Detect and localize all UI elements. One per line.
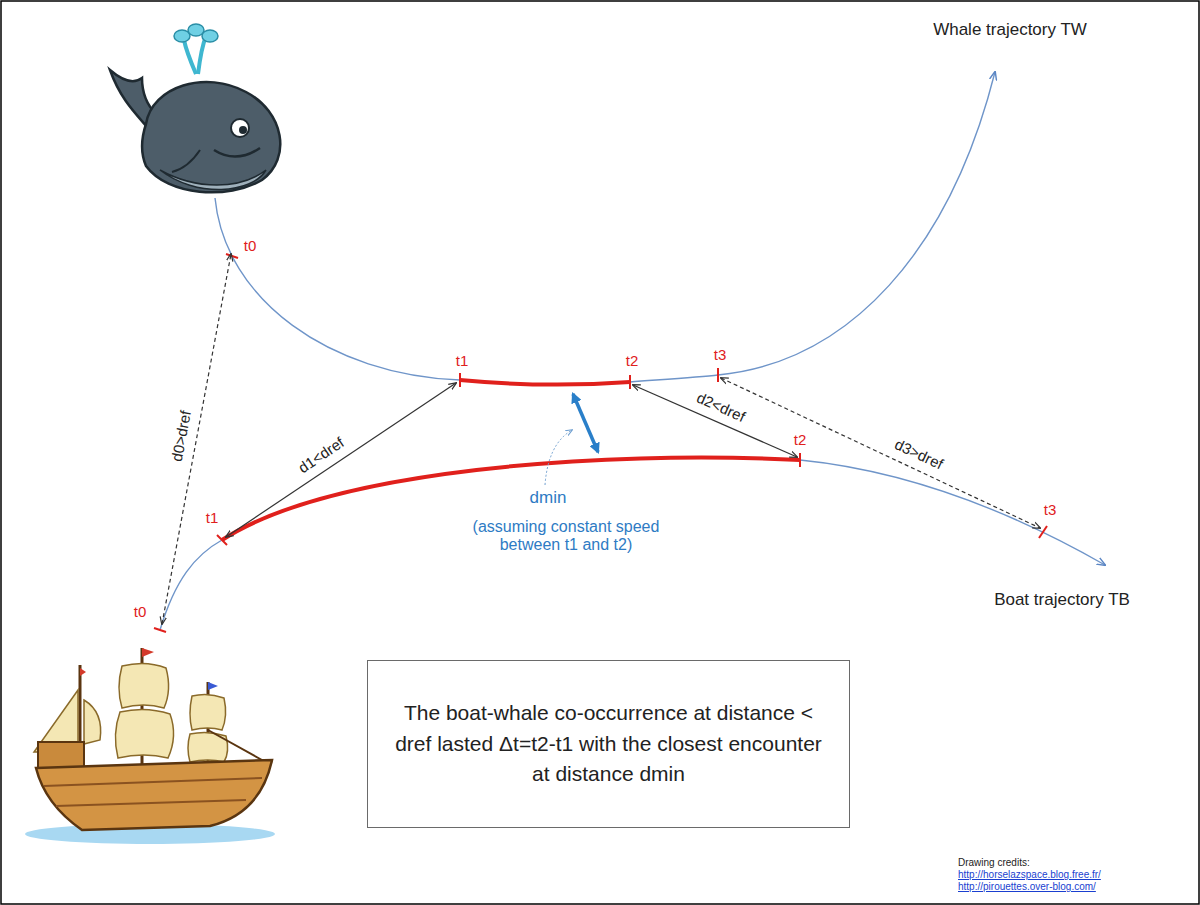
time-label: t1 <box>206 509 219 526</box>
ship-hull-stripe <box>56 800 246 806</box>
time-label: t2 <box>626 352 639 369</box>
distance-label: d0>dref <box>168 409 194 463</box>
time-tick <box>717 368 719 382</box>
distance-label: d1<dref <box>295 434 347 477</box>
time-label: t0 <box>134 603 147 620</box>
time-tick <box>226 254 238 258</box>
whale-eye <box>231 119 249 137</box>
time-label: t2 <box>794 431 807 448</box>
ship-flag <box>80 668 86 676</box>
whale-spout <box>202 30 218 42</box>
time-tick <box>799 453 801 467</box>
credits-heading: Drawing credits: <box>958 857 1030 869</box>
whale-encounter-segment <box>460 380 630 385</box>
whale-fin <box>172 150 200 172</box>
assumption-note: (assuming constant speed between t1 and … <box>446 518 686 555</box>
ship-hull-stripe <box>44 778 262 786</box>
whale-smile <box>214 148 260 157</box>
time-tick <box>459 373 461 387</box>
ship-drawing <box>25 648 275 844</box>
whale-drawing <box>110 24 280 192</box>
time-label: t1 <box>456 352 469 369</box>
time-tick <box>154 628 166 632</box>
time-label: t0 <box>244 237 257 254</box>
ship-flag <box>142 648 154 657</box>
time-tick <box>1039 526 1047 538</box>
time-tick <box>217 535 227 545</box>
time-label: t3 <box>714 346 727 363</box>
min-distance-label: dmin <box>530 488 567 508</box>
whale-spout <box>198 36 206 74</box>
ship-flag <box>208 682 218 690</box>
ship-sail <box>84 700 101 744</box>
min-distance-arrow <box>573 394 598 452</box>
ship-hull <box>36 760 272 830</box>
distance-line <box>162 254 231 624</box>
time-tick <box>629 375 631 389</box>
ship-bowsprit <box>208 730 262 760</box>
time-label: t3 <box>1044 501 1057 518</box>
distance-line <box>226 383 456 537</box>
credits-link: http://pirouettes.over-blog.com/ <box>958 881 1096 893</box>
distance-line <box>633 385 797 457</box>
leader-line <box>545 430 572 485</box>
whale-belly <box>160 170 266 190</box>
boat-trajectory <box>160 458 1105 630</box>
box-text: The boat-whale co-occurrence at distance… <box>386 698 831 789</box>
trajectory-label: Whale trajectory TW <box>933 20 1087 40</box>
ship-sail <box>190 694 226 730</box>
credits-link: http://horselazspace.blog.free.fr/ <box>958 869 1101 881</box>
ship-sail <box>119 663 169 708</box>
ship-sail <box>115 709 173 758</box>
time-ticks <box>154 254 1047 632</box>
summary-box: The boat-whale co-occurrence at distance… <box>367 660 850 828</box>
whale-pupil <box>239 126 247 134</box>
distance-label: d2<dref <box>694 389 748 426</box>
whale-body <box>142 82 280 192</box>
whale-trajectory <box>215 72 995 385</box>
trajectory-label: Boat trajectory TB <box>994 590 1130 610</box>
distance-line <box>721 378 1040 528</box>
whale-spout <box>184 40 196 74</box>
distance-label: d3>dref <box>892 435 946 472</box>
